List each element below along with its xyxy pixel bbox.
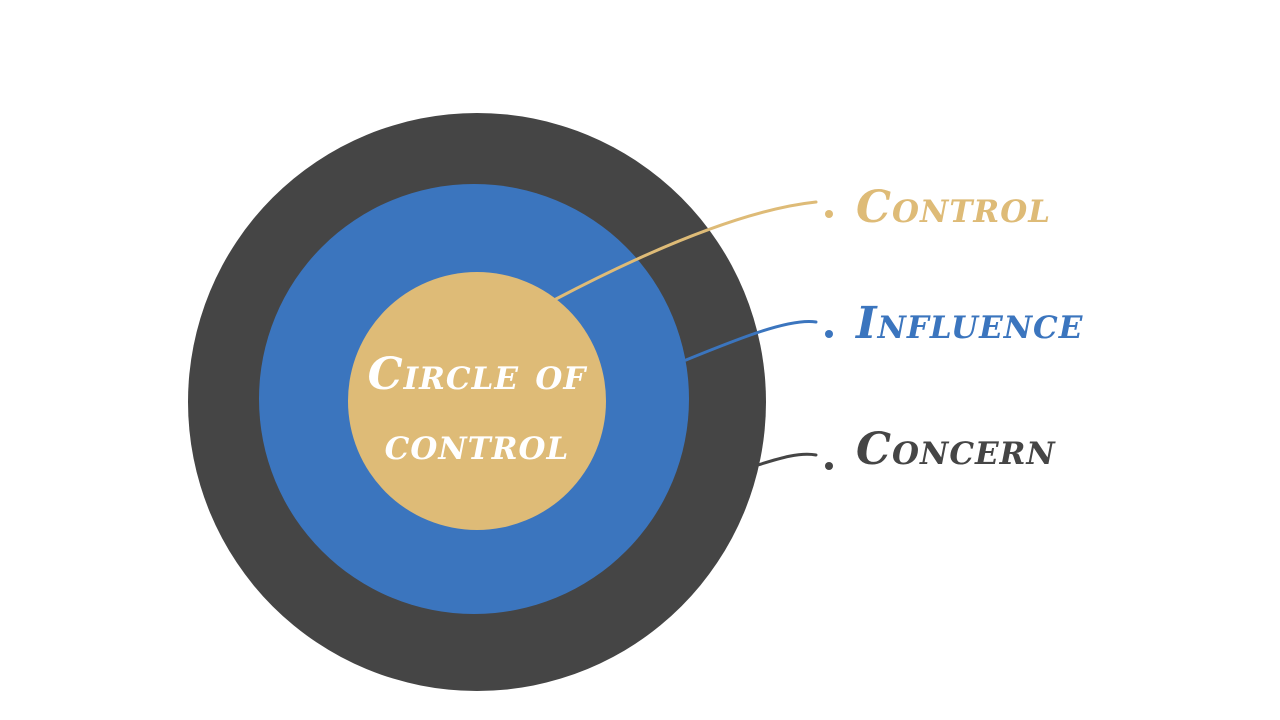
control-label: Control (856, 182, 1051, 233)
influence-label: Influence (856, 298, 1084, 349)
control-circle (348, 272, 606, 530)
control-leader-line (554, 200, 818, 301)
center-title-line2: control (384, 419, 570, 470)
center-title: Circle of control (348, 340, 606, 480)
influence-bullet (825, 330, 833, 338)
concern-bullet (825, 462, 833, 470)
center-title-line1: Circle of (367, 349, 587, 400)
control-bullet (825, 210, 833, 218)
concern-label: Concern (856, 424, 1056, 475)
influence-leader-line (684, 319, 818, 362)
concern-leader-line (756, 452, 818, 467)
